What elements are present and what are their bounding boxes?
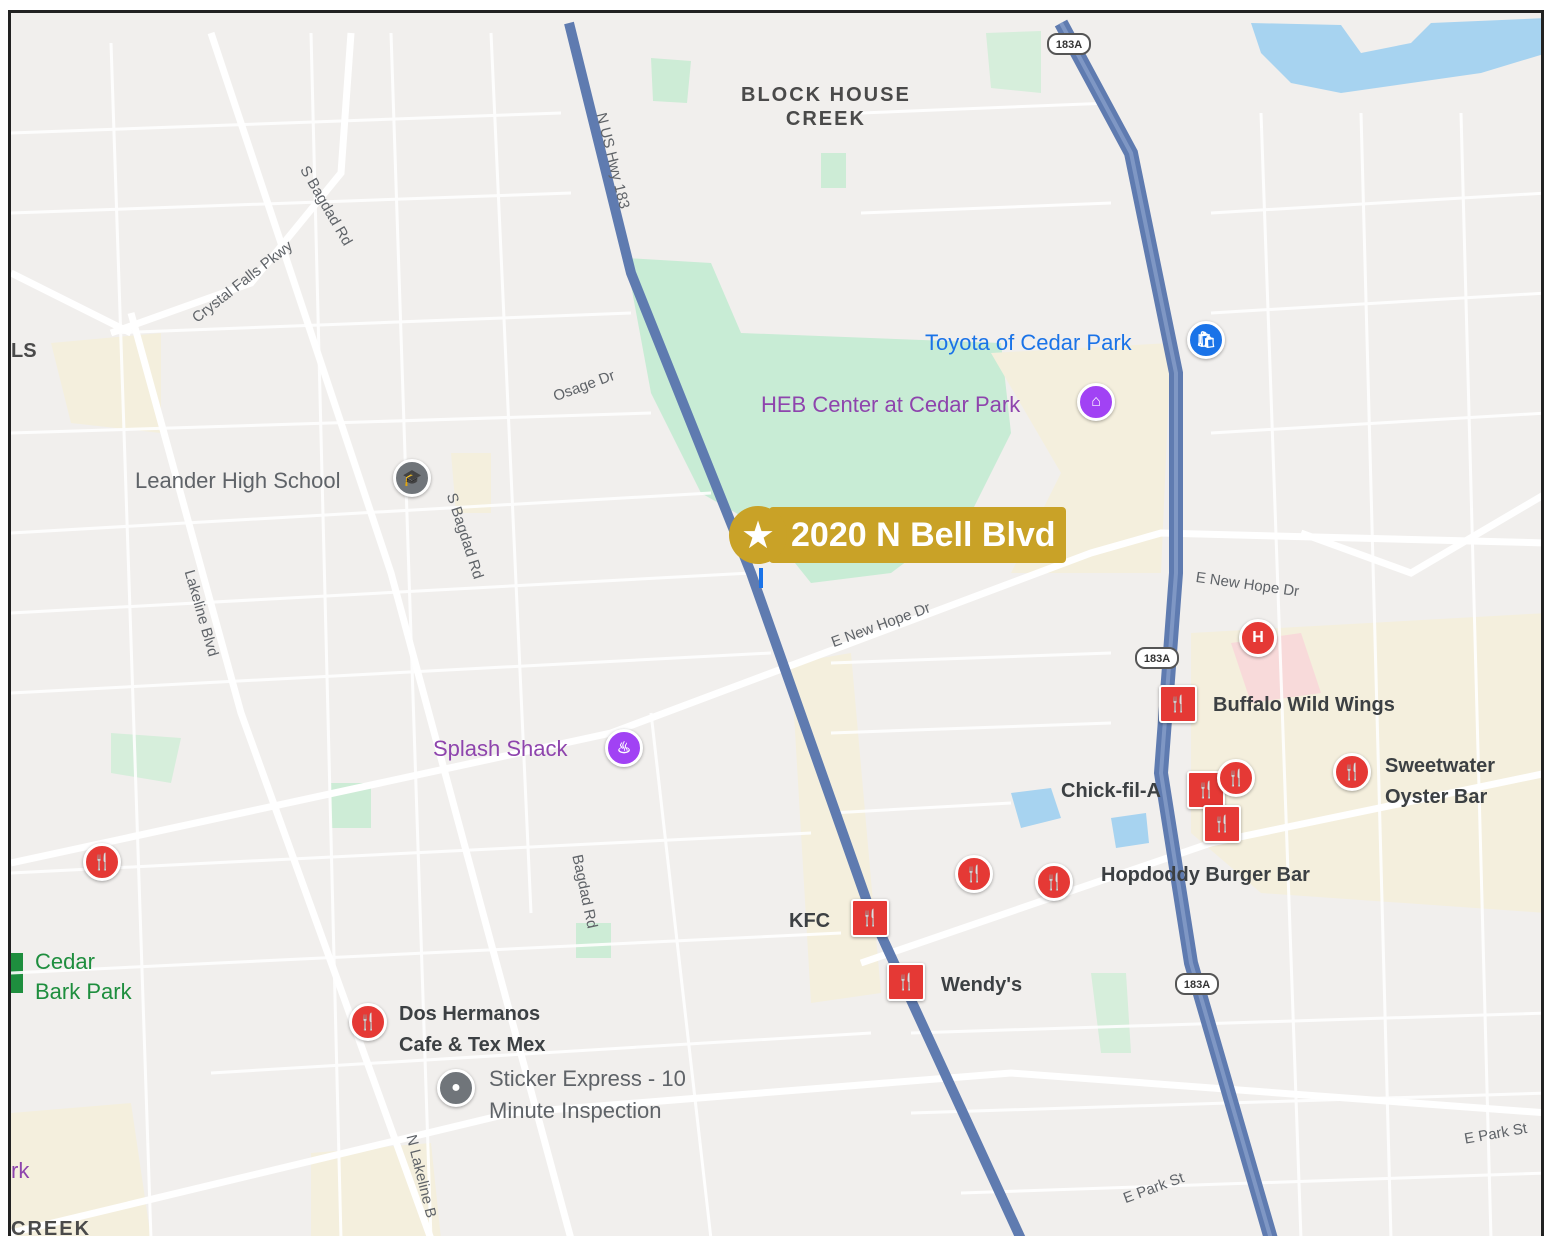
poi-splash-shack-label[interactable]: Splash Shack [433, 736, 568, 761]
restaurant-icon[interactable]: 🍴 [955, 855, 993, 893]
pond [1011, 788, 1061, 828]
lake [1251, 18, 1541, 93]
park-area [111, 733, 181, 783]
water-park-icon[interactable]: ♨ [605, 729, 643, 767]
park-area [1091, 973, 1131, 1053]
poi-dos-hermanos-label[interactable]: Dos Hermanos Cafe & Tex Mex [399, 1003, 546, 1056]
marker-pointer [759, 568, 763, 588]
commercial-area [991, 343, 1171, 573]
road-east [1299, 492, 1541, 577]
commercial-area [11, 1103, 151, 1236]
s-bagdad-rd [207, 31, 574, 1236]
restaurant-icon[interactable]: 🍴 [1203, 805, 1241, 843]
e-park-st [11, 1069, 1541, 1236]
school-icon[interactable]: 🎓 [393, 459, 431, 497]
poi-buffalo-wild-wings-label[interactable]: Buffalo Wild Wings [1213, 694, 1395, 716]
poi-heb-center-label[interactable]: HEB Center at Cedar Park [761, 392, 1021, 417]
neighborhood-label: CREEK [11, 1218, 92, 1236]
park-area [986, 31, 1041, 93]
service-icon[interactable]: ● [437, 1069, 475, 1107]
commercial-area [51, 333, 161, 433]
poi-toyota-label[interactable]: Toyota of Cedar Park [925, 330, 1132, 355]
star-icon: ★ [729, 506, 787, 564]
poi-kfc-label[interactable]: KFC [789, 910, 831, 932]
highway-shield: 183A [1175, 973, 1219, 995]
park-area [651, 58, 691, 103]
poi-hopdoddy-label[interactable]: Hopdoddy Burger Bar [1101, 864, 1310, 886]
restaurant-icon[interactable]: 🍴 [83, 843, 121, 881]
restaurant-icon[interactable]: 🍴 [1035, 863, 1073, 901]
restaurant-icon[interactable]: 🍴 [851, 899, 889, 937]
poi-label-fragment: rk [11, 1158, 30, 1183]
poi-cedar-bark-park-label[interactable]: Cedar Bark Park [35, 949, 132, 1004]
pond [1111, 813, 1149, 848]
map-canvas[interactable] [11, 13, 1544, 1236]
neighborhood-label: LS [11, 340, 37, 362]
neighborhood-label: BLOCK HOUSE CREEK [741, 84, 911, 130]
bell-blvd-east [859, 770, 1541, 967]
address-marker-label: 2020 N Bell Blvd [769, 507, 1066, 563]
us-hwy-183 [564, 21, 1026, 1236]
restaurant-icon[interactable]: 🍴 [887, 963, 925, 1001]
map-frame[interactable]: BLOCK HOUSE CREEK CREEK LS rk N US Hwy 1… [8, 10, 1544, 1236]
poi-sweetwater-label[interactable]: Sweetwater Oyster Bar [1385, 755, 1496, 808]
poi-chick-fil-a-label[interactable]: Chick-fil-A [1061, 780, 1161, 802]
highway-shield: 183A [1047, 33, 1091, 55]
highway-shield: 183A [1135, 647, 1179, 669]
e-new-hope-dr [11, 529, 1541, 867]
poi-leander-high-label[interactable]: Leander High School [135, 468, 341, 493]
restaurant-icon[interactable]: 🍴 [1217, 759, 1255, 797]
stadium-icon[interactable]: ⌂ [1077, 383, 1115, 421]
restaurant-icon[interactable]: 🍴 [1159, 685, 1197, 723]
crystal-falls-pkwy [109, 32, 355, 337]
address-marker[interactable]: ★ 2020 N Bell Blvd [729, 505, 1066, 565]
road-west [11, 269, 133, 337]
poi-wendys-label[interactable]: Wendy's [941, 974, 1023, 996]
restaurant-icon[interactable]: 🍴 [1333, 753, 1371, 791]
park-area [576, 923, 611, 958]
lakeline-blvd [127, 312, 434, 1236]
park-area [821, 153, 846, 188]
restaurant-icon[interactable]: 🍴 [349, 1003, 387, 1041]
poi-sticker-express-label[interactable]: Sticker Express - 10 Minute Inspection [489, 1066, 686, 1123]
hospital-icon[interactable]: H [1239, 619, 1277, 657]
shopping-bag-icon[interactable]: 🛍 [1187, 321, 1225, 359]
commercial-area [451, 453, 491, 513]
